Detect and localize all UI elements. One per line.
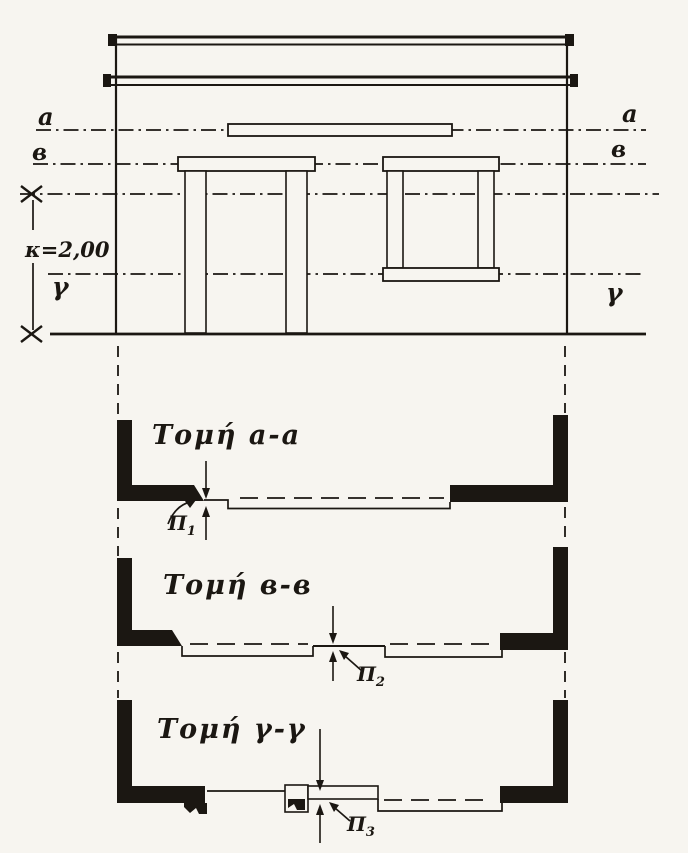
dimension-mark-top [20,185,43,203]
projection-lines [117,346,566,698]
level-label-g-right: γ [606,278,624,307]
section-b-title: Τομή в-в [163,570,313,601]
section-g-right-wall [500,700,568,803]
section-a-callout: Π1 [167,511,196,539]
right-frame-column-1 [386,170,404,269]
section-a-thickness-arrows [202,461,210,540]
section-g-title: Τομή γ-γ [157,714,307,745]
section-a-title: Τομή a-a [152,420,301,451]
section-b-right-wall [500,547,568,650]
dimension-mark-bottom [20,325,43,343]
section-a-callout-leader [167,500,196,525]
section-b-sill-left-outline [181,646,314,657]
section-g-sill-band [307,785,379,800]
right-frame-sill [382,267,500,282]
section-a-left-wall [117,420,204,501]
section-g-callout: Π3 [346,812,375,840]
section-b-b [117,547,568,681]
second-beam [103,74,578,87]
top-beam-right-cap [565,34,574,46]
section-g-doorjamb-left-hook [184,803,207,814]
section-g-doorjamb-right-hook [288,799,305,810]
left-column-2 [285,170,308,334]
level-label-a-left: a [38,102,54,131]
elevation-view [20,34,659,343]
level-label-b-left: в [32,139,47,166]
level-label-a-right: a [622,99,638,128]
section-g-g [117,700,568,843]
lintel-strip-b-right [382,156,500,172]
second-beam-right-cap [570,74,578,87]
lintel-strip-a [227,123,453,137]
left-column-1 [184,170,207,334]
section-g-sill-right-outline [377,799,503,812]
level-label-g-left: γ [52,272,70,301]
second-beam-left-cap [103,74,111,87]
dimension-k [20,185,43,343]
section-a-sill-outline [204,499,451,510]
right-frame-column-2 [477,170,495,269]
section-g-left-wall [117,700,205,803]
section-b-sill-right-outline [384,646,503,658]
section-b-thickness-arrows [329,606,337,681]
level-label-b-right: в [611,136,626,163]
top-beam [108,34,574,46]
section-a-right-wall [450,415,568,502]
section-g-callout-leader [329,802,351,822]
top-beam-left-cap [108,34,117,46]
section-b-callout-leader [339,650,363,672]
section-b-left-wall [117,558,182,646]
section-b-callout: Π2 [356,662,385,690]
section-g-thickness-arrows [316,729,324,843]
section-a-a [117,415,568,540]
dimension-label-k: κ=2,00 [24,237,110,262]
lintel-strip-b-left [177,156,316,172]
